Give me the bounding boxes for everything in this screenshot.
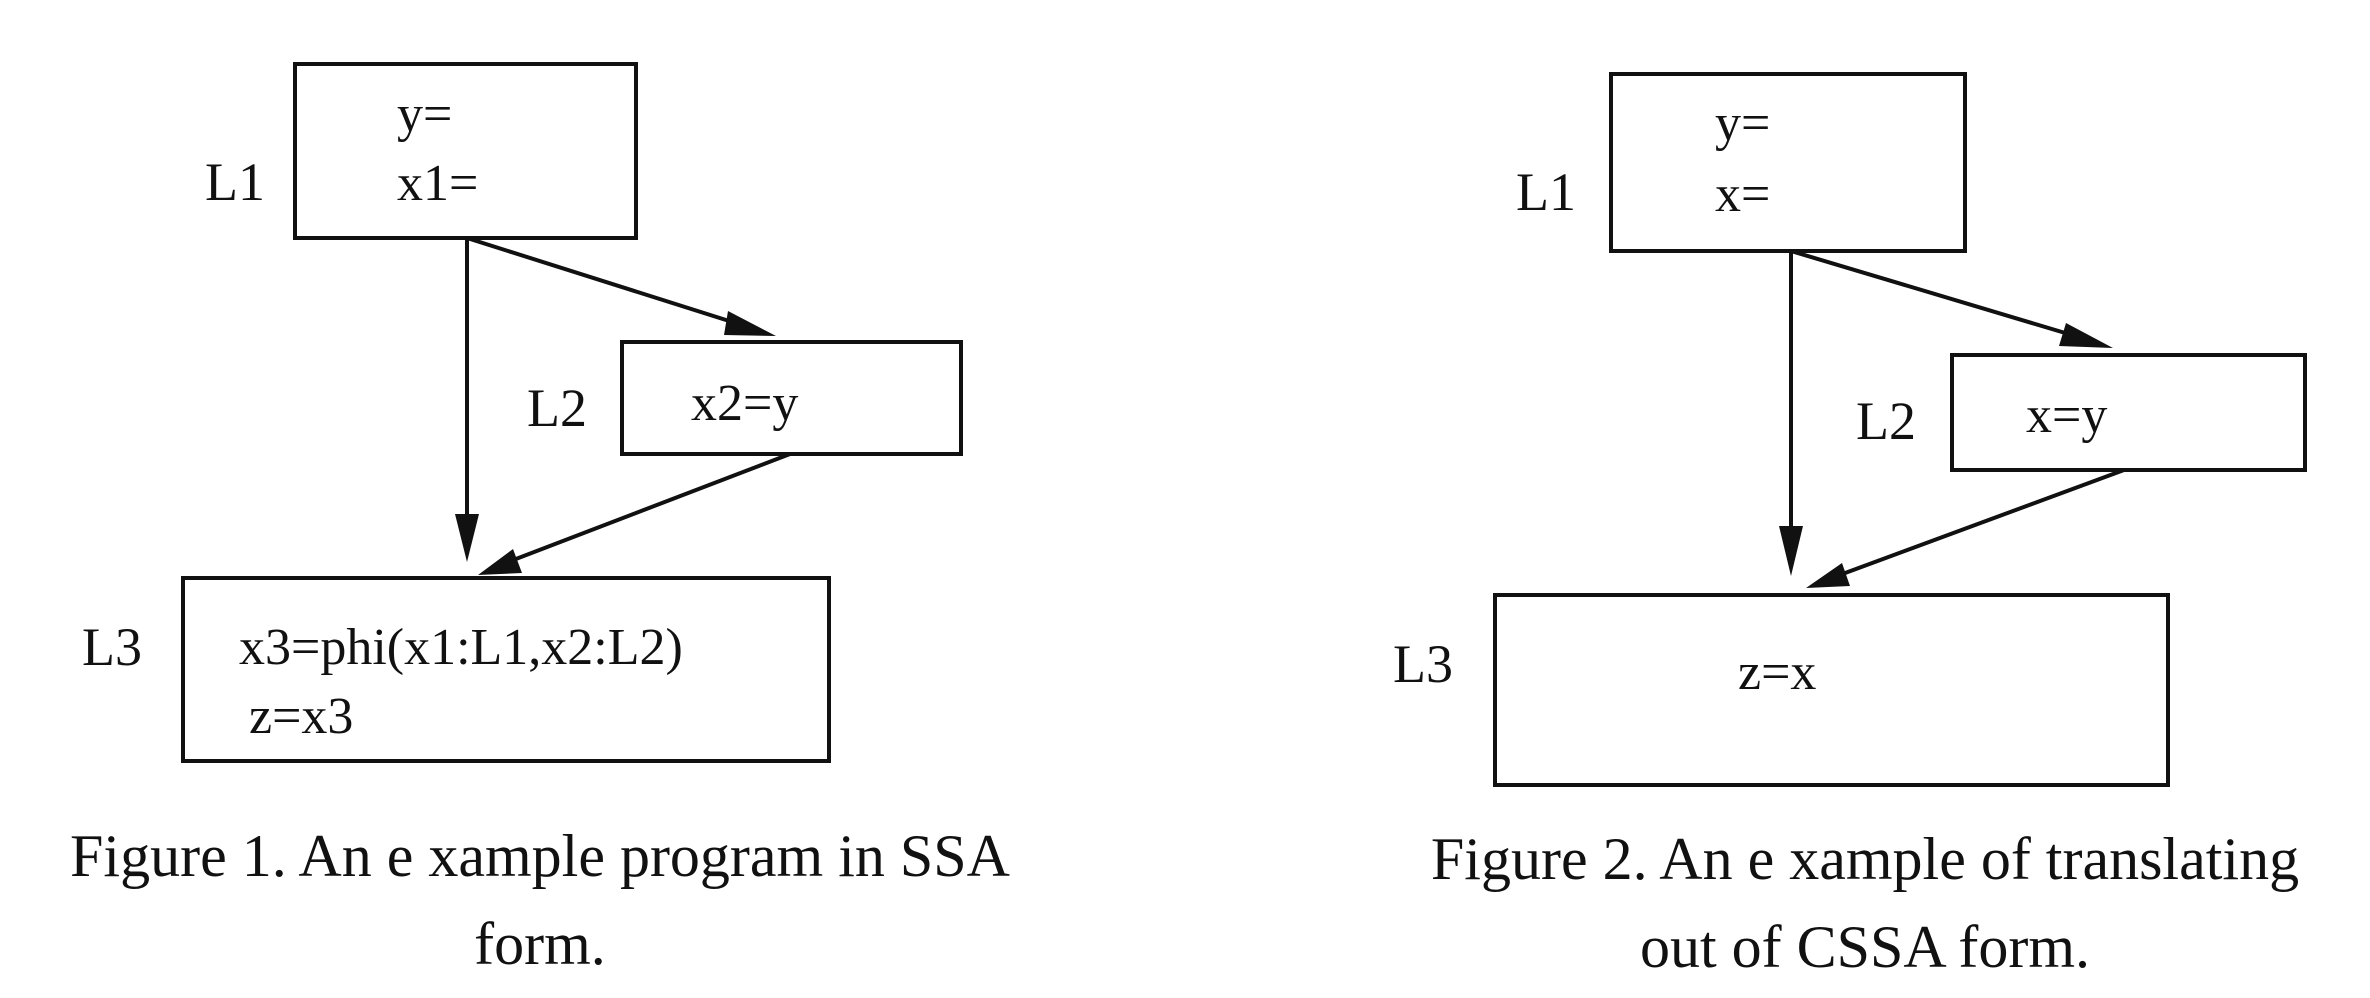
fig1-block-l2-box xyxy=(620,340,963,456)
fig1-edges xyxy=(455,236,791,575)
figure-1-caption-line-2: form. xyxy=(474,911,606,977)
fig2-block-l3-box xyxy=(1493,593,2170,787)
fig2-block-l1-box xyxy=(1609,72,1967,253)
fig1-edge-l2-l3 xyxy=(507,452,791,564)
figure-1: L1 y= x1= L2 x2=y L3 x3=phi(x1:L1,x2:L2)… xyxy=(82,62,963,763)
fig1-block-l3-label: L3 xyxy=(82,617,142,677)
figure-1-caption: Figure 1. An e xample program in SSA for… xyxy=(30,812,1050,988)
fig2-edge-l1-l2 xyxy=(1790,249,2083,340)
figure-2-caption-line-2: out of CSSA form. xyxy=(1639,914,2091,980)
fig2-block-l3-line-1: z=x xyxy=(1738,644,1816,701)
fig2-block-l1-label: L1 xyxy=(1516,162,1576,222)
fig1-block-l1: L1 y= x1= xyxy=(205,62,638,240)
fig2-block-l3-label: L3 xyxy=(1393,634,1453,694)
fig1-block-l1-box xyxy=(293,62,638,240)
fig1-edge-l1-l2 xyxy=(466,236,746,328)
fig2-block-l1-line-1: y= xyxy=(1715,95,1770,152)
fig2-block-l2: L2 x=y xyxy=(1856,353,2307,472)
fig1-block-l3-line-1: x3=phi(x1:L1,x2:L2) xyxy=(239,619,683,676)
fig1-block-l1-line-1: y= xyxy=(397,86,452,143)
fig1-arrowhead-l1-l2 xyxy=(724,311,776,336)
fig2-edge-l2-l3 xyxy=(1836,468,2125,578)
fig2-arrowhead-l2-l3 xyxy=(1806,563,1850,588)
fig2-edges xyxy=(1779,249,2125,588)
figure-2: L1 y= x= L2 x=y L3 z=x xyxy=(1393,72,2307,787)
fig1-arrowhead-l2-l3 xyxy=(478,549,522,575)
fig1-block-l2: L2 x2=y xyxy=(527,340,963,456)
fig1-block-l1-label: L1 xyxy=(205,152,265,212)
fig1-block-l1-line-2: x1= xyxy=(397,155,478,212)
fig2-arrowhead-l1-l2 xyxy=(2059,323,2113,348)
fig2-block-l1-line-2: x= xyxy=(1715,166,1770,223)
fig1-block-l2-label: L2 xyxy=(527,378,587,438)
fig1-arrowhead-l1-l3 xyxy=(455,514,479,562)
fig1-block-l3: L3 x3=phi(x1:L1,x2:L2) z=x3 xyxy=(82,576,831,763)
fig2-block-l2-label: L2 xyxy=(1856,391,1916,451)
fig1-block-l3-box xyxy=(181,576,831,763)
figure-2-caption: Figure 2. An e xample of translating out… xyxy=(1385,815,2345,991)
fig2-block-l2-line-1: x=y xyxy=(2026,387,2107,444)
fig1-block-l2-line-1: x2=y xyxy=(691,375,798,432)
fig2-block-l2-box xyxy=(1950,353,2307,472)
figure-1-caption-line-1: Figure 1. An e xample program in SSA xyxy=(70,823,1010,889)
fig2-arrowhead-l1-l3 xyxy=(1779,526,1803,576)
fig2-block-l1: L1 y= x= xyxy=(1516,72,1967,253)
fig2-block-l3: L3 z=x xyxy=(1393,593,2170,787)
figure-2-caption-line-1: Figure 2. An e xample of translating xyxy=(1430,826,2300,892)
fig1-block-l3-line-2: z=x3 xyxy=(249,688,353,745)
